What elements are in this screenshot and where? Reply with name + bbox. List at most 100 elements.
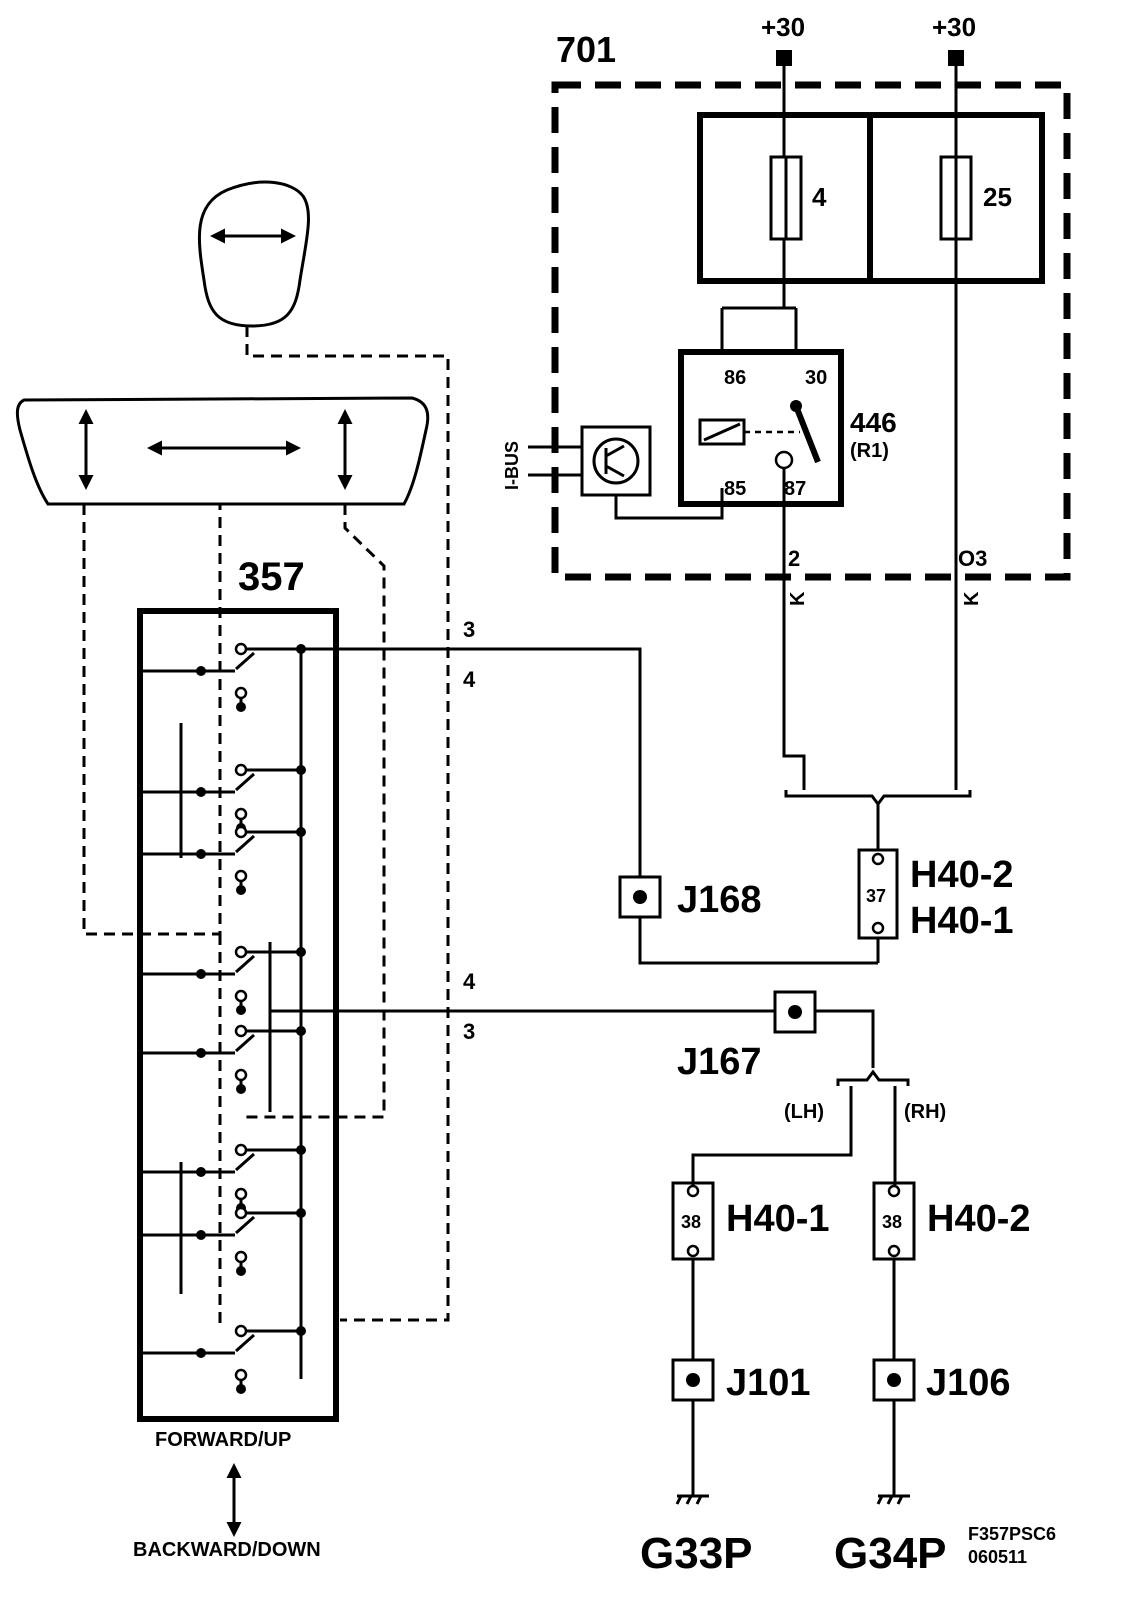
contact-junction-dot: [196, 1348, 206, 1358]
ground-g34p: G34P: [834, 1529, 947, 1578]
wire-top-3: 3: [463, 617, 475, 642]
forward-up-label: FORWARD/UP: [155, 1429, 291, 1451]
contact-junction-dot: [196, 787, 206, 797]
ground-g33p: G33P: [640, 1529, 753, 1578]
contact-junction-dot: [236, 885, 246, 895]
contact-terminal: [234, 686, 248, 700]
bus-junction-dot: [296, 644, 306, 654]
splice-j168: J168: [618, 875, 762, 921]
bus-junction-dot: [296, 1145, 306, 1155]
h40-top-pin: 37: [866, 886, 886, 906]
h40-top-label-a: H40-2: [910, 854, 1014, 896]
h40-lh-label: H40-1: [726, 1198, 830, 1240]
contact-terminal: [234, 1068, 248, 1082]
switch-contacts: [140, 642, 306, 1394]
wire-bottom-3: 3: [463, 1019, 475, 1044]
contact-junction-dot: [196, 1230, 206, 1240]
contact-blade: [235, 1333, 255, 1353]
h40-rh-pin: 38: [882, 1212, 902, 1232]
bus-junction-dot: [296, 827, 306, 837]
fuse-box-701: 701 +30 +30 4 25 86 30 85 87: [502, 12, 1071, 790]
relay-id: 446: [850, 407, 897, 438]
headrest-icon: [197, 180, 310, 328]
fuse-box-id: 701: [556, 29, 616, 70]
contact-junction-dot: [236, 702, 246, 712]
h40-rh-label: H40-2: [927, 1198, 1031, 1240]
contact-terminal: [234, 1187, 248, 1201]
ref-line-2: 060511: [968, 1547, 1027, 1567]
contact-blade: [235, 651, 255, 671]
supply-right-terminal: [948, 50, 964, 66]
contact-junction-dot: [196, 666, 206, 676]
contact-terminal: [234, 945, 248, 959]
splice-j106: J106: [872, 1358, 1011, 1404]
supply-right-label: +30: [932, 12, 976, 42]
contact-blade: [235, 1033, 255, 1053]
wire-2-code: K: [787, 591, 809, 606]
switch-id: 357: [238, 555, 305, 599]
j168-label: J168: [677, 879, 762, 921]
j106-label: J106: [926, 1362, 1011, 1404]
contact-blade: [235, 1152, 255, 1172]
bus-junction-dot: [296, 947, 306, 957]
contact-terminal: [234, 869, 248, 883]
contact-terminal: [234, 1368, 248, 1382]
contact-terminal: [234, 763, 248, 777]
supply-left-label: +30: [761, 12, 805, 42]
supply-left-terminal: [776, 50, 792, 66]
wire-2K: [782, 504, 806, 790]
contact-blade: [235, 834, 255, 854]
bus-junction-dot: [296, 1026, 306, 1036]
relay-pin-30: 30: [805, 367, 827, 389]
relay-pin-85: 85: [724, 478, 746, 500]
contact-blade: [235, 1215, 255, 1235]
ibus-label: I-BUS: [502, 441, 522, 490]
relay-pin-86: 86: [724, 367, 746, 389]
contact-junction-dot: [196, 1167, 206, 1177]
contact-terminal: [234, 1143, 248, 1157]
bus-junction-dot: [296, 1326, 306, 1336]
connector-h40-lh: 38 H40-1: [671, 1181, 830, 1261]
h40-lh-pin: 38: [681, 1212, 701, 1232]
contact-terminal: [234, 825, 248, 839]
connector-h40-rh: 38 H40-2: [872, 1181, 1031, 1261]
ibus-module: I-BUS: [502, 425, 724, 520]
switch-357: 357: [137, 555, 339, 1422]
contact-junction-dot: [236, 1005, 246, 1015]
fuse-left-number: 4: [812, 182, 827, 212]
contact-terminal: [234, 1250, 248, 1264]
contact-terminal: [234, 989, 248, 1003]
rh-tag: (RH): [904, 1101, 946, 1123]
relay-sub: (R1): [850, 440, 889, 462]
wire-O3-number: O3: [958, 546, 987, 571]
wire-O3-code: K: [961, 591, 983, 606]
contact-terminal: [234, 807, 248, 821]
fuse-right-number: 25: [983, 182, 1012, 212]
contact-junction-dot: [236, 1084, 246, 1094]
wire-bottom-4: 4: [463, 969, 476, 994]
contact-junction-dot: [236, 1266, 246, 1276]
contact-blade: [235, 954, 255, 974]
bus-junction-dot: [296, 765, 306, 775]
lh-tag: (LH): [784, 1101, 824, 1123]
contact-blade: [235, 772, 255, 792]
ground-g33p-icon: [675, 1494, 709, 1505]
relay-pin-87: 87: [784, 478, 806, 500]
contact-terminal: [234, 1324, 248, 1338]
contact-terminal: [234, 1206, 248, 1220]
contact-terminal: [234, 1024, 248, 1038]
splice-j101: J101: [671, 1358, 811, 1404]
contact-junction-dot: [196, 969, 206, 979]
ref-line-1: F357PSC6: [968, 1524, 1056, 1544]
h40-top-label-b: H40-1: [910, 900, 1014, 942]
contact-junction-dot: [196, 849, 206, 859]
j101-label: J101: [726, 1362, 811, 1404]
bus-junction-dot: [296, 1208, 306, 1218]
j167-label: J167: [677, 1041, 762, 1083]
splice-j167: J167: [677, 990, 817, 1083]
wire-top-4: 4: [463, 667, 476, 692]
contact-junction-dot: [236, 1384, 246, 1394]
seat-cushion-icon: [15, 396, 430, 506]
ground-g34p-icon: [876, 1494, 910, 1505]
